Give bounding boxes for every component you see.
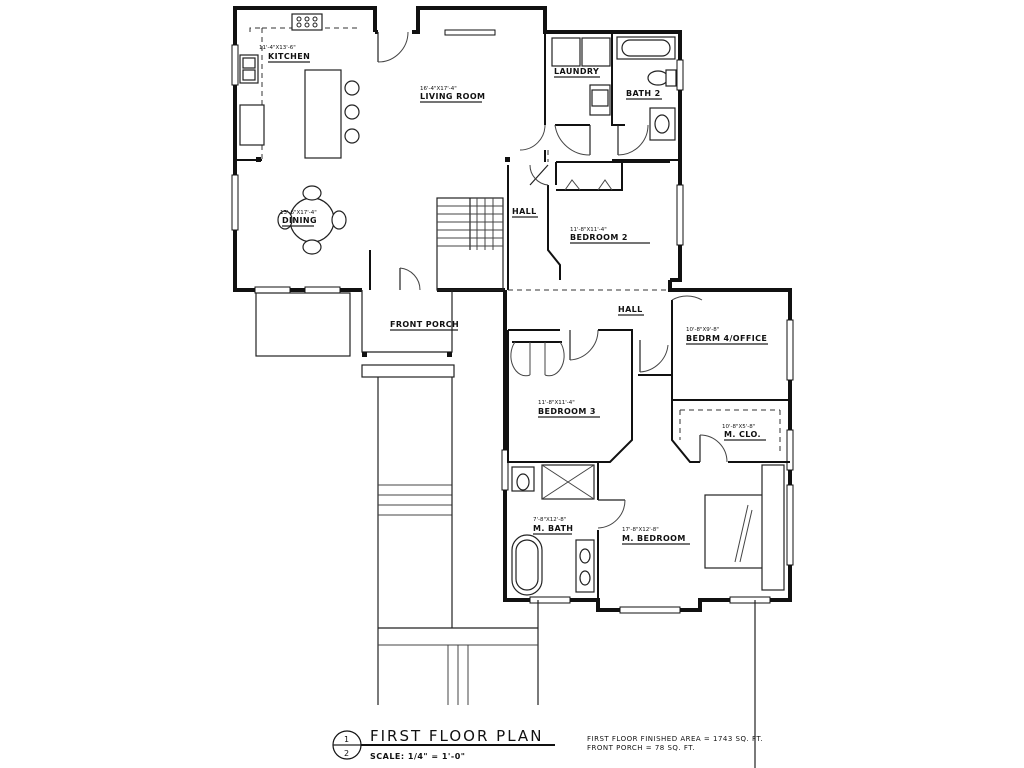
master-bath-dimension: 7'-8"X12'-8" [533,517,566,523]
living-room-label: LIVING ROOM [420,92,485,101]
dining-table [277,185,347,255]
kitchen-dimension: 11'-4"X13'-6" [259,45,296,51]
drawing-scale: SCALE: 1/4" = 1'-0" [370,752,465,761]
master-bath-label: M. BATH [533,524,573,533]
master-bedroom-label: M. BEDROOM [622,534,686,543]
front-porch [255,290,756,768]
front-porch-label: FRONT PORCH [390,320,459,329]
title-block: 1 2 FIRST FLOOR PLAN SCALE: 1/4" = 1'-0"… [332,727,763,761]
sheet-number: 1 [344,735,349,744]
bedroom4-label: BEDRM 4/OFFICE [686,334,767,343]
laundry-label: LAUNDRY [554,67,599,76]
bedroom3-label: BEDROOM 3 [538,407,596,416]
bedroom3-dimension: 11'-8"X11'-4" [538,400,575,406]
bedroom2-dimension: 11'-8"X11'-4" [570,227,607,233]
dining-dimension: 13'-6"X17'-4" [280,210,317,216]
kitchen-fixtures [239,13,360,160]
hall-upper-label: HALL [512,207,537,216]
bedroom2-label: BEDROOM 2 [570,233,628,242]
master-bath-fixtures [511,464,595,596]
room-labels: 11'-4"X13'-6" KITCHEN 16'-4"X17'-4" LIVI… [259,45,768,545]
bath2-label: BATH 2 [626,89,661,98]
staircase [436,197,504,291]
dining-label: DINING [282,216,317,225]
master-bedroom-dimension: 17'-8"X12'-8" [622,527,659,533]
doors [377,31,728,529]
porch-area-note: FRONT PORCH = 78 SQ. FT. [587,744,695,752]
interior-walls [235,32,790,600]
master-closet-label: M. CLO. [724,430,761,439]
master-closet-dimension: 10'-8"X5'-8" [722,424,755,430]
finished-area-note: FIRST FLOOR FINISHED AREA = 1743 SQ. FT. [587,735,763,743]
laundry-bath2-fixtures [551,36,677,141]
living-room-dimension: 16'-4"X17'-4" [420,86,457,92]
page-number: 2 [344,749,349,758]
hall-lower-label: HALL [618,305,643,314]
bedroom4-dimension: 10'-8"X9'-8" [686,327,719,333]
kitchen-label: KITCHEN [268,52,310,61]
windows [231,29,794,614]
drawing-title: FIRST FLOOR PLAN [370,727,543,745]
master-bedroom-furniture [679,409,785,591]
